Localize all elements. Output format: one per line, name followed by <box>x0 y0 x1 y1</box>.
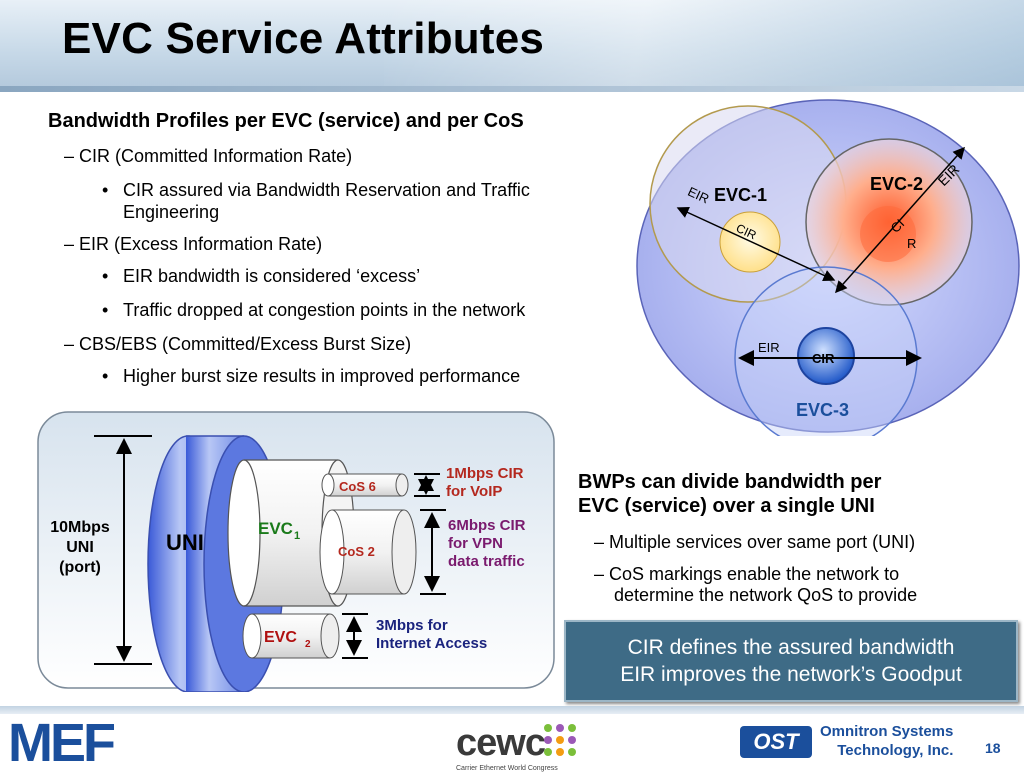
summary-callout: CIR defines the assured bandwidth EIR im… <box>564 620 1018 702</box>
bullet-dot: • <box>102 300 109 320</box>
omnitron-name: Omnitron Systems Technology, Inc. <box>820 722 953 760</box>
voip-line2: for VoIP <box>446 483 502 500</box>
title-bar <box>0 0 1024 86</box>
uni-label: UNI <box>166 530 204 555</box>
inet-line2: Internet Access <box>376 635 487 652</box>
omnitron-name-line1: Omnitron Systems <box>820 723 954 740</box>
title-divider <box>0 86 1024 92</box>
evc2-eir-arrow <box>835 146 965 294</box>
footer-divider <box>0 706 1024 714</box>
bwp-item2: – CoS markings enable the network to <box>594 564 900 584</box>
bullet-eir-sub1: EIR bandwidth is considered ‘excess’ <box>123 266 421 286</box>
page-number: 18 <box>985 740 1001 756</box>
evc2-cir-label-b: R <box>907 236 916 251</box>
bwp-item1: – Multiple services over same port (UNI) <box>594 532 916 552</box>
cos6-label: CoS 6 <box>339 479 376 494</box>
bwp-heading-line1: BWPs can divide bandwidth per <box>578 471 882 493</box>
bullet-dot: • <box>102 180 109 200</box>
vpn-line2: for VPN <box>448 535 503 552</box>
bullet-eir: – EIR (Excess Information Rate) <box>64 234 323 254</box>
callout-line1: CIR defines the assured bandwidth <box>627 636 955 659</box>
port-label-line2: UNI <box>66 539 94 556</box>
cewc-logo: cewc Carrier Ethernet World Congress <box>456 722 576 772</box>
voip-line1: 1Mbps CIR <box>446 465 524 482</box>
evc1-subscript: 1 <box>294 530 300 542</box>
bullet-dot: • <box>102 266 109 286</box>
vpn-line3: data traffic <box>448 553 525 570</box>
bullet-dot: • <box>102 366 109 386</box>
evc2-tube-face <box>320 613 340 659</box>
cos2-tube-face <box>391 509 417 595</box>
omnitron-logo: OST <box>740 726 812 758</box>
evc3-cir-label: CIR <box>812 351 835 366</box>
port-label-line1: 10Mbps <box>50 519 110 536</box>
evc2-subscript: 2 <box>305 639 311 650</box>
evc3-label: EVC-3 <box>796 400 849 420</box>
cewc-dots-icon <box>544 724 576 756</box>
uni-pipe-diagram: 10Mbps UNI (port) UNI EVC 1 EVC 2 CoS 6 … <box>37 411 555 692</box>
bullet-cir-sub: CIR assured via Bandwidth Reservation an… <box>123 180 530 200</box>
evc1-label: EVC <box>258 519 293 538</box>
evc-venn-diagram: EVC-1 EVC-2 EVC-3 EIR CIR EIR CI R EIR C… <box>636 99 1020 436</box>
bullet-cir-sub-cont: Engineering <box>123 202 220 222</box>
evc2-label: EVC <box>264 629 297 646</box>
omnitron-name-line2: Technology, Inc. <box>837 742 954 759</box>
bwp-heading-line2: EVC (service) over a single UNI <box>578 495 875 517</box>
bullet-eir-sub2: Traffic dropped at congestion points in … <box>123 300 526 320</box>
bwp-heading: BWPs can divide bandwidth per EVC (servi… <box>578 470 881 518</box>
callout-line2: EIR improves the network’s Goodput <box>620 663 962 686</box>
cos2-label: CoS 2 <box>338 544 375 559</box>
bullet-cbs-sub1: Higher burst size results in improved pe… <box>123 366 521 386</box>
evc3-eir-label: EIR <box>758 340 780 355</box>
evc1-tube-back <box>227 459 261 607</box>
bullet-cir: – CIR (Committed Information Rate) <box>64 146 353 166</box>
evc1-eir-arrow <box>676 206 836 282</box>
evc1-label: EVC-1 <box>714 185 767 205</box>
bullet-heading: Bandwidth Profiles per EVC (service) and… <box>48 110 524 132</box>
slide-title: EVC Service Attributes <box>62 14 545 63</box>
evc2-label: EVC-2 <box>870 174 923 194</box>
mef-logo: MEF <box>8 713 116 773</box>
inet-line1: 3Mbps for <box>376 617 448 634</box>
cewc-logo-subtitle: Carrier Ethernet World Congress <box>456 765 558 772</box>
vpn-line1: 6Mbps CIR <box>448 517 526 534</box>
bwp-item2-cont: determine the network QoS to provide <box>614 585 918 605</box>
cos6-tube-face <box>395 473 409 497</box>
bullet-cbs: – CBS/EBS (Committed/Excess Burst Size) <box>64 334 412 354</box>
port-label-line3: (port) <box>59 559 101 576</box>
cewc-logo-text: cewc <box>456 722 546 764</box>
